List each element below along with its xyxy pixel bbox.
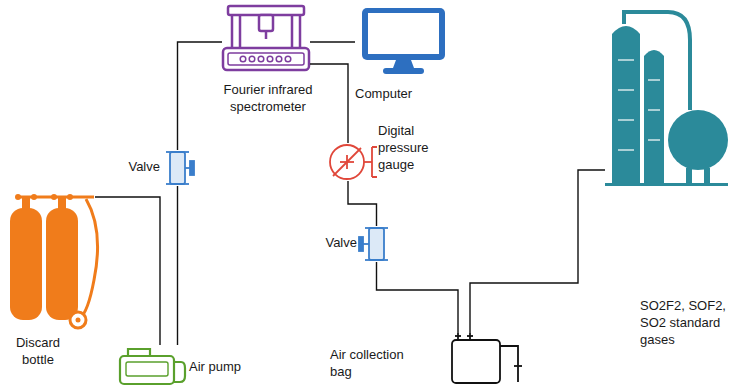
computer-icon (362, 8, 445, 74)
device-node: Valve (166, 150, 189, 186)
device-label: Valve (301, 235, 357, 252)
device-label: Air collection bag (330, 347, 428, 381)
gas-tanks-icon (605, 12, 728, 186)
device-node: Discard bottle (4, 192, 95, 330)
spectrometer-icon (223, 6, 309, 70)
device-label: SO2F2, SOF2, SO2 standard gases (640, 298, 732, 349)
valve-icon (166, 152, 194, 184)
device-label: Discard bottle (8, 335, 68, 369)
pipe-line (470, 170, 605, 333)
pipe-line (178, 42, 223, 150)
pipe-line (310, 41, 355, 42)
gauge-icon (330, 145, 377, 179)
valve-icon (359, 228, 388, 260)
pipe-line (348, 181, 377, 226)
device-node: Air pump (115, 345, 187, 385)
pipe-line (95, 197, 160, 345)
bottle-icon (10, 194, 98, 328)
pump-icon (120, 349, 185, 384)
bag-icon (452, 333, 522, 383)
device-label: Computer (355, 86, 450, 103)
device-node: Fourier infrared spectrometer (222, 2, 310, 72)
pipe-line (310, 64, 348, 143)
pipe-line (377, 262, 459, 333)
device-node: Air collection bag (448, 333, 524, 385)
device-label: Valve (114, 159, 160, 176)
device-label: Digital pressure gauge (378, 123, 454, 174)
device-label: Air pump (189, 359, 259, 376)
device-node: Digital pressure gauge (328, 143, 368, 181)
device-node: SO2F2, SOF2, SO2 standard gases (605, 10, 728, 186)
device-node: Computer (355, 5, 450, 78)
pipe-line (177, 186, 178, 345)
device-node: Valve (365, 226, 388, 262)
device-label: Fourier infrared spectrometer (208, 82, 328, 116)
